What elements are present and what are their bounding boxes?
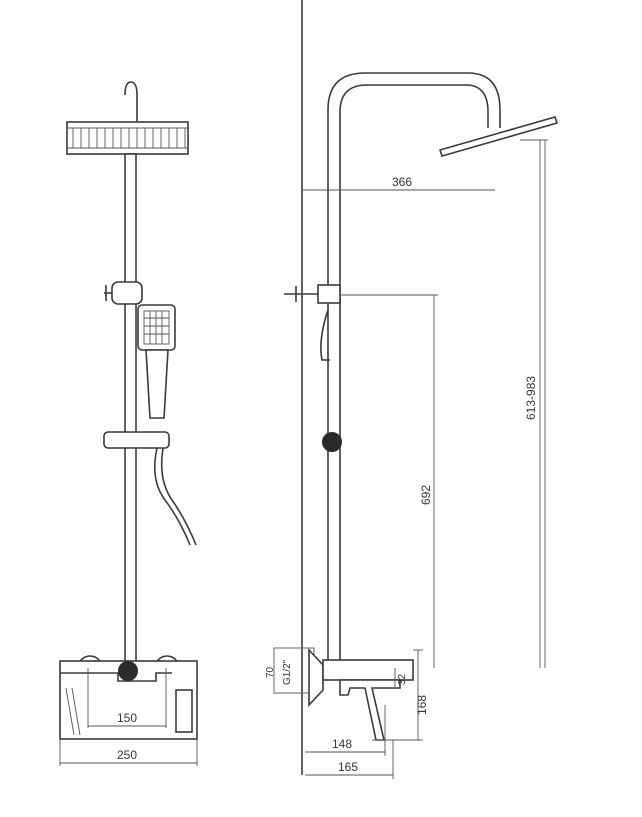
hand-shower-side: [320, 309, 330, 361]
thread-label: G1/2": [282, 659, 293, 685]
inlet-hose: [65, 687, 81, 736]
dim-label-366: 366: [392, 175, 412, 189]
wall-plate-box: [273, 647, 315, 694]
dim-label-613-983: 613-983: [524, 376, 538, 420]
wall-flange: [308, 647, 324, 708]
dim-label-148: 148: [332, 737, 352, 751]
dim-label-692: 692: [419, 485, 433, 505]
overhead-shower-head: [66, 121, 189, 155]
dim-label-250: 250: [117, 748, 137, 762]
dim-label-150: 150: [117, 711, 137, 725]
hand-shower-handle: [145, 349, 169, 419]
riser-arm-outer: [327, 72, 501, 660]
slider-holder: [111, 281, 143, 305]
mixer-lever-side: [339, 679, 401, 741]
slider-side: [317, 284, 341, 304]
riser-arm-inner: [339, 84, 489, 660]
dim-label-168: 168: [415, 695, 429, 715]
mixer-lever: [175, 689, 193, 733]
front-view: 150 250: [59, 81, 198, 766]
hose: [154, 447, 191, 546]
hand-shower-holder: [103, 431, 170, 449]
handheld-holder-knob: [322, 432, 342, 452]
side-view: 366 613-983 692 70 G1/2" 32 168 148 165: [265, 0, 559, 779]
hand-shower-grill: [143, 310, 170, 345]
dim-label-70: 70: [265, 666, 276, 678]
riser-top: [124, 81, 138, 122]
riser-pipe: [124, 153, 137, 665]
overhead-head-side: [438, 116, 559, 157]
dim-label-32: 32: [397, 673, 408, 685]
diverter-knob: [118, 661, 138, 681]
dim-label-165: 165: [338, 760, 358, 774]
head-grill: [67, 127, 188, 149]
